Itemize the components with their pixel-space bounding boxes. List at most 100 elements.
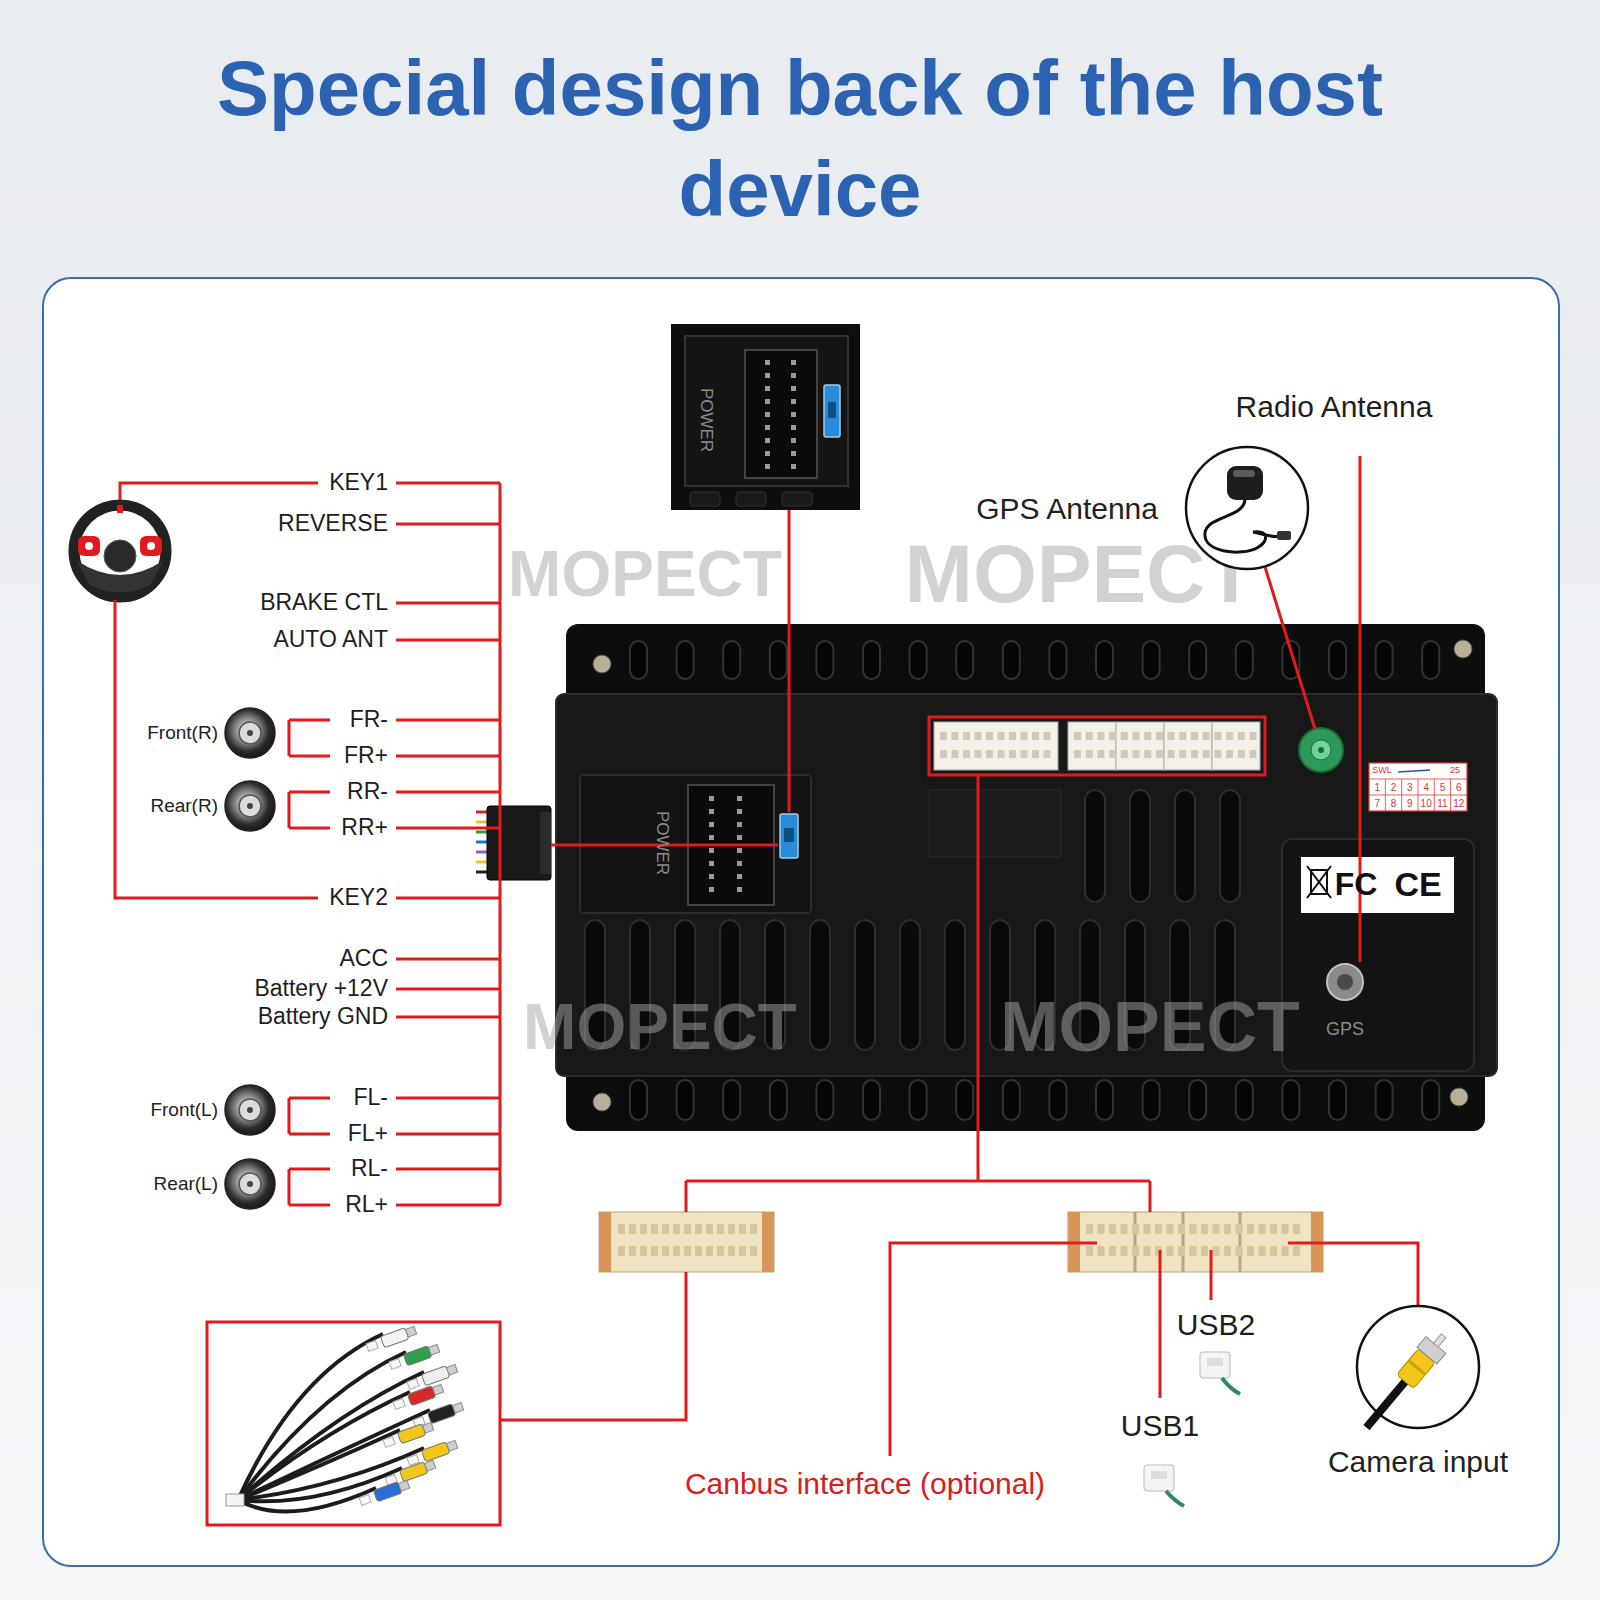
connector-pin — [1156, 732, 1163, 740]
connector-pin — [1238, 732, 1245, 740]
compliance-mark: FC — [1335, 867, 1378, 902]
connector-divider — [1182, 1212, 1185, 1272]
connector-pin — [1224, 1224, 1231, 1234]
pin-line — [396, 958, 500, 961]
wheel-buttons — [140, 536, 162, 556]
wheel-rim — [74, 505, 166, 597]
speaker-symbol: Front(R) — [224, 707, 276, 759]
rca-plug-tip — [423, 1422, 434, 1433]
sticker-number: 8 — [1391, 798, 1397, 809]
connector-pin — [1201, 1224, 1208, 1234]
sticker-grid-line — [1450, 779, 1451, 811]
steering-wheel — [74, 505, 166, 597]
connector-pin — [1109, 1224, 1116, 1234]
connector-pin — [1121, 750, 1128, 758]
sticker-text: 25 — [1450, 766, 1460, 776]
connector-pin — [1178, 1224, 1185, 1234]
speaker-dome — [239, 722, 261, 744]
connector-pin — [1203, 750, 1210, 758]
antenna-highlight — [1233, 470, 1255, 477]
cable-tag — [389, 1359, 401, 1370]
connector-pin — [1098, 1246, 1105, 1256]
rca-plug-tip — [399, 1480, 410, 1491]
connector-pin — [975, 732, 982, 740]
connector-pin — [765, 438, 770, 443]
connector-pin — [706, 1246, 713, 1256]
sticker-number: 1 — [1374, 782, 1380, 793]
connector-pin — [765, 412, 770, 417]
sticker-grid-line — [1385, 779, 1386, 811]
connector-pin — [1156, 750, 1163, 758]
connector-pin — [1168, 732, 1175, 740]
vent-slot — [630, 641, 647, 679]
connector-pin — [765, 451, 770, 456]
connector-pin — [640, 1246, 647, 1256]
pin-line — [396, 791, 500, 794]
vent-slot — [863, 641, 880, 679]
node-outline — [224, 780, 276, 832]
connector-pin — [695, 1224, 702, 1234]
connector-pin — [1032, 750, 1039, 758]
sticker-grid-line — [1434, 779, 1435, 811]
speaker-dome — [239, 1173, 261, 1195]
connector-pin — [1247, 1246, 1254, 1256]
connector-pin — [1191, 732, 1198, 740]
connector-pin — [709, 848, 714, 853]
pin-line — [396, 897, 500, 900]
pin-label: Battery GND — [258, 1004, 388, 1029]
speaker-bracket — [289, 792, 330, 828]
vent-slot — [723, 1080, 740, 1120]
vent-rib — [1175, 790, 1195, 902]
connector-pin — [963, 732, 970, 740]
node-label: Rear(L) — [154, 1174, 218, 1195]
connector-pin — [952, 732, 959, 740]
sticker-number: 6 — [1456, 782, 1462, 793]
vent-slot — [1422, 1080, 1439, 1120]
white-connector — [1212, 722, 1260, 770]
rca-plug-body — [407, 1386, 436, 1406]
pin-line — [396, 755, 500, 758]
connector-pin — [1132, 1246, 1139, 1256]
connector-pin — [1224, 1246, 1231, 1256]
wheel-button — [147, 542, 155, 550]
usb-plug-body — [1144, 1465, 1174, 1491]
connector-pin — [765, 425, 770, 430]
speaker-symbol: Rear(R) — [224, 780, 276, 832]
leader-line — [500, 1272, 686, 1420]
connector-pin — [1282, 1246, 1289, 1256]
screw — [1450, 1088, 1468, 1106]
pin-label: Battery +12V — [254, 976, 388, 1001]
vent-slot — [677, 1080, 694, 1120]
connector-pin — [1086, 1246, 1093, 1256]
vent-slot — [1376, 641, 1393, 679]
pin-label: RR+ — [341, 815, 388, 840]
connector-pin — [1121, 1246, 1128, 1256]
antenna-socket-inner — [1337, 974, 1353, 990]
connector-pin — [975, 750, 982, 758]
vent-slot — [1096, 1080, 1113, 1120]
watermark: MOPECT — [523, 992, 797, 1062]
usb-wire — [1166, 1491, 1184, 1506]
connector-pin — [709, 822, 714, 827]
wheel-mark — [117, 505, 123, 513]
connector-pin — [1133, 732, 1140, 740]
connector-pin — [1097, 732, 1104, 740]
speaker-bracket — [289, 720, 330, 756]
watermark: MOPECT — [508, 539, 782, 609]
cable-tag — [383, 1437, 395, 1448]
connector-pin — [739, 1224, 746, 1234]
node-label: Front(R) — [147, 723, 218, 744]
connector-marking: POWER — [697, 388, 716, 452]
connector-pin — [728, 1246, 735, 1256]
connector-pin — [1270, 1224, 1277, 1234]
connector-pin — [791, 399, 796, 404]
connector-pin — [618, 1224, 625, 1234]
inset-pins — [765, 360, 796, 469]
connector-pin — [662, 1224, 669, 1234]
vent-slot — [770, 1080, 787, 1120]
connector-pin — [1009, 750, 1016, 758]
connector-pin — [1247, 1224, 1254, 1234]
rca-plug — [1356, 1327, 1453, 1436]
part-label: Canbus interface (optional) — [685, 1467, 1045, 1500]
